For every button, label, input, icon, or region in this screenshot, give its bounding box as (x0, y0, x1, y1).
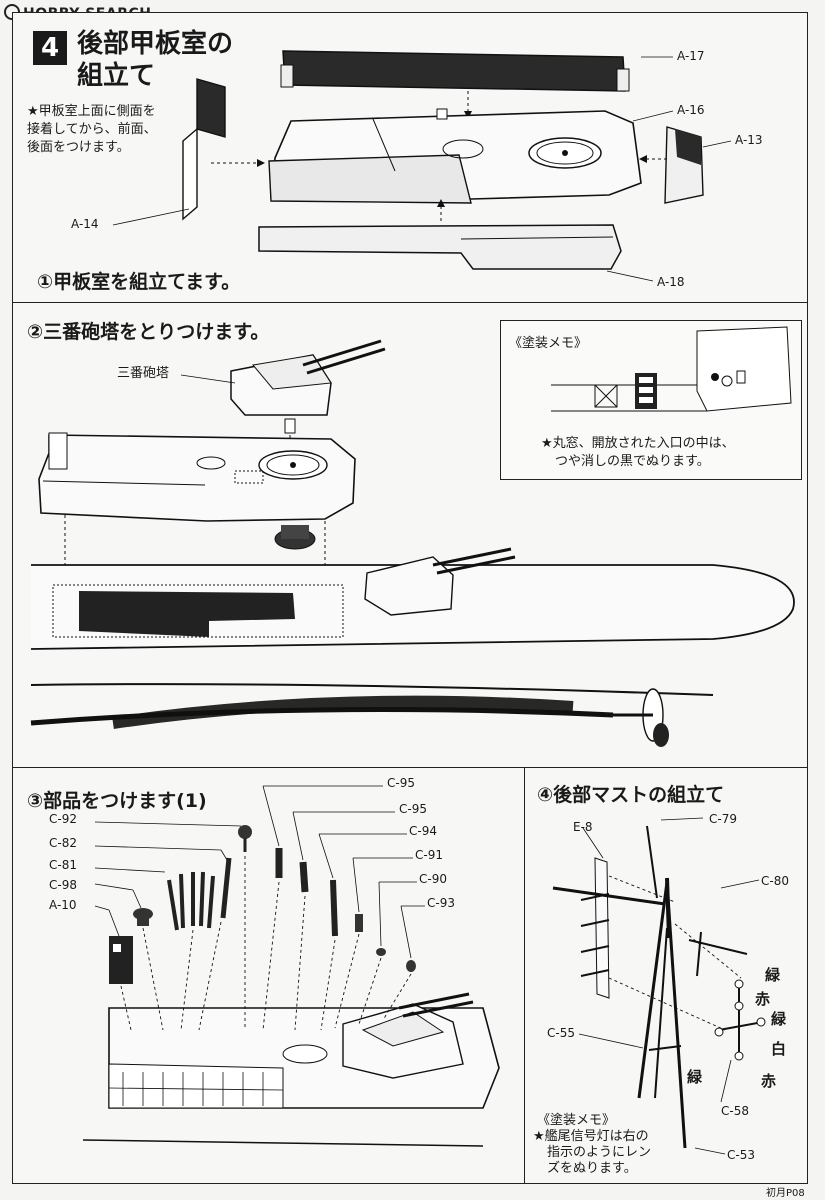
step4-note-line: 後面をつけます。 (27, 140, 130, 155)
mast-caption: ④後部マストの組立て (537, 784, 725, 806)
step4-note: ★甲板室上面に側面を 接着してから、前面、 後面をつけます。 (27, 103, 157, 157)
panel-parts: ③部品をつけます(1) C-95 C-95 C-94 C-91 C-90 C-9… (12, 767, 526, 1184)
color-label-red-upper: 赤 (755, 990, 771, 1008)
part-label-c79: C-79 (709, 812, 737, 826)
part-label-c81: C-81 (49, 858, 77, 872)
color-label-green-left: 緑 (687, 1068, 703, 1086)
color-label-red-bottom: 赤 (761, 1072, 777, 1090)
memo-title: 《塗装メモ》 (509, 336, 588, 351)
step4-title-line1: 後部甲板室の (77, 29, 234, 59)
turret-paint-memo: 《塗装メモ》 ★丸窓、開放された入口の中は、 つや消しの黒でぬります。 (500, 320, 802, 480)
step4-caption: ①甲板室を組立てます。 (37, 271, 241, 293)
color-label-white: 白 (771, 1040, 787, 1058)
parts-caption: ③部品をつけます(1) (27, 790, 207, 812)
part-label-c95-b: C-95 (399, 802, 427, 816)
step-number-badge: 4 (33, 31, 67, 65)
step4-title-line2: 組立て (77, 61, 156, 91)
memo-line: つや消しの黒でぬります。 (555, 454, 710, 469)
part-label-a18: A-18 (657, 275, 685, 289)
panel-mast: ④後部マストの組立て E-8 C-79 C-80 C-55 C-58 C-53 … (524, 767, 808, 1184)
step4-illustration (112, 50, 732, 282)
part-label-a13: A-13 (735, 133, 763, 147)
color-label-green-right: 緑 (771, 1010, 787, 1028)
part-label-c53: C-53 (727, 1148, 755, 1162)
page-code: 初月P08 (766, 1188, 805, 1199)
mast-memo-line: ★艦尾信号灯は右の (533, 1129, 649, 1144)
turret-illustration (30, 339, 795, 747)
part-label-c90: C-90 (419, 872, 447, 886)
part-label-c95-a: C-95 (387, 776, 415, 790)
panel-step4: 4 後部甲板室の 組立て ★甲板室上面に側面を 接着してから、前面、 後面をつけ… (12, 12, 808, 304)
mast-memo-title: 《塗装メモ》 (537, 1113, 616, 1128)
part-label-c82: C-82 (49, 836, 77, 850)
part-label-a14: A-14 (71, 217, 99, 231)
color-label-green-top: 緑 (765, 966, 781, 984)
part-label-c93: C-93 (427, 896, 455, 910)
part-label-a10: A-10 (49, 898, 77, 912)
mast-memo-line: ズをぬります。 (547, 1161, 637, 1176)
part-label-a17: A-17 (677, 49, 705, 63)
part-label-c58: C-58 (721, 1104, 749, 1118)
mast-illustration (552, 817, 766, 1155)
step4-note-line: ★甲板室上面に側面を (27, 104, 156, 119)
mast-memo-line: 指示のようにレン (547, 1145, 652, 1160)
part-label-e8: E-8 (573, 820, 593, 834)
memo-line: ★丸窓、開放された入口の中は、 (541, 436, 735, 451)
parts-illustration (82, 785, 500, 1147)
memo-illustration (551, 326, 792, 412)
part-label-c94: C-94 (409, 824, 437, 838)
part-label-c91: C-91 (415, 848, 443, 862)
part-label-c55: C-55 (547, 1026, 575, 1040)
part-label-c98: C-98 (49, 878, 77, 892)
part-label-a16: A-16 (677, 103, 705, 117)
part-label-c92: C-92 (49, 812, 77, 826)
turret-caption: ②三番砲塔をとりつけます。 (27, 321, 270, 343)
part-label-c80: C-80 (761, 874, 789, 888)
step4-note-line: 接着してから、前面、 (27, 122, 157, 137)
turret-label: 三番砲塔 (117, 366, 170, 381)
